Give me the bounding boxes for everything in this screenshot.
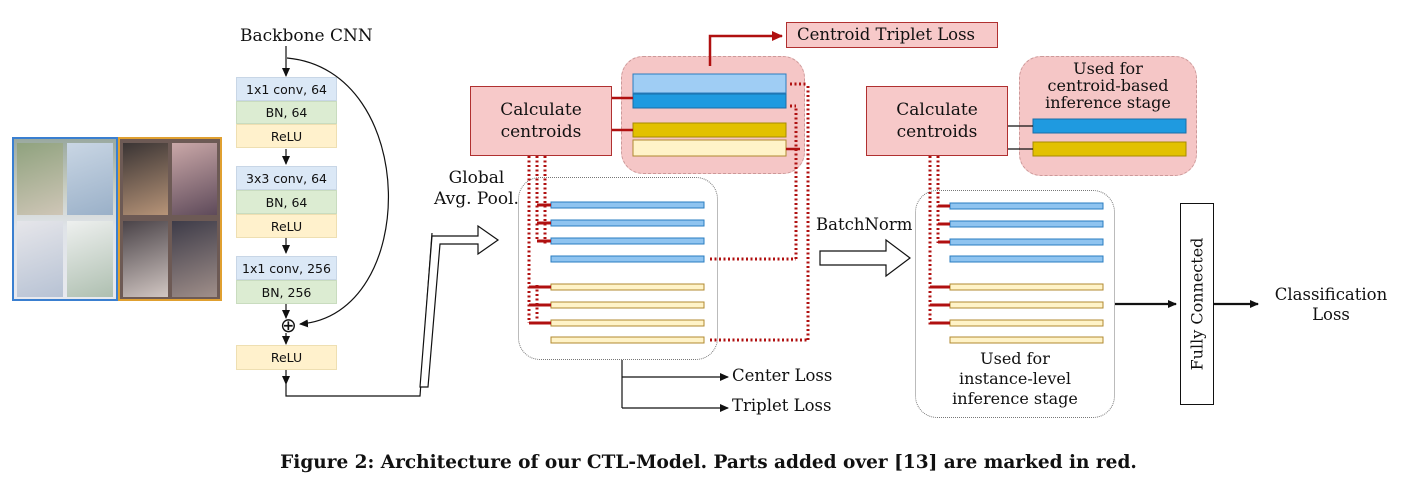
iil-line-1: Used for [980, 349, 1050, 368]
residual-add-symbol: ⊕ [280, 313, 297, 337]
backbone-block-9: ReLU [236, 345, 337, 370]
calc-line-1: Calculate [500, 100, 582, 120]
calculate-centroids-box-2: Calculate centroids [866, 86, 1008, 156]
backbone-block-5: BN, 64 [236, 190, 337, 214]
iil-line-2: instance-level [959, 369, 1071, 388]
cil-line-1: Used for [1073, 59, 1143, 78]
gap-hollow-arrow [419, 224, 500, 388]
calc2-line-2: centroids [896, 122, 978, 142]
centroid-triplet-loss-label: Centroid Triplet Loss [797, 25, 976, 44]
cls-line-1: Classification [1274, 285, 1388, 304]
backbone-block-1: 1x1 conv, 64 [236, 77, 337, 101]
calc-line-2: centroids [500, 122, 582, 142]
backbone-block-8: BN, 256 [236, 280, 337, 304]
red-bracket-ticks-right [930, 204, 950, 325]
calculate-centroids-box: Calculate centroids [470, 86, 612, 156]
input-photo-group-orange [118, 137, 222, 301]
red-bracket-ticks-left [529, 203, 551, 325]
centroid-inference-label: Used for centroid-based inference stage [1019, 60, 1197, 111]
backbone-block-3: ReLU [236, 124, 337, 148]
feature-embedding-box [518, 177, 718, 360]
backbone-block-4: 3x3 conv, 64 [236, 166, 337, 190]
classification-loss-label: Classification Loss [1262, 285, 1400, 325]
cil-line-3: inference stage [1045, 93, 1171, 112]
feature-bars-right [949, 202, 1104, 344]
red-dotted-links-right [928, 156, 940, 325]
figure-caption: Figure 2: Architecture of our CTL-Model.… [280, 452, 1137, 473]
input-photo-group-blue [12, 137, 118, 301]
triplet-loss-label: Triplet Loss [732, 396, 832, 415]
instance-inference-box [915, 190, 1115, 418]
backbone-block-6: ReLU [236, 214, 337, 238]
backbone-block-7: 1x1 conv, 256 [236, 256, 337, 280]
red-dotted-links-left [527, 82, 810, 342]
center-loss-label: Center Loss [732, 366, 833, 385]
red-solid-connectors [612, 31, 800, 151]
backbone-block-2: BN, 64 [236, 101, 337, 124]
centroid-triplet-loss-box [786, 22, 998, 48]
backbone-title: Backbone CNN [240, 26, 373, 46]
black-connectors-right [621, 125, 1033, 412]
cls-line-2: Loss [1312, 305, 1350, 324]
instance-inference-label: Used for instance-level inference stage [915, 349, 1115, 409]
fully-connected-box [1180, 203, 1214, 405]
batchnorm-hollow-arrow [819, 238, 911, 278]
gap-line-1: Global [448, 168, 505, 188]
batchnorm-label: BatchNorm [816, 215, 913, 234]
feature-bars-left [550, 201, 705, 344]
calc2-line-1: Calculate [896, 100, 978, 120]
cil-line-2: centroid-based [1047, 76, 1169, 95]
gap-line-2: Avg. Pool. [434, 189, 519, 209]
iil-line-3: inference stage [952, 389, 1078, 408]
global-avg-pool-label: Global Avg. Pool. [434, 168, 519, 210]
backbone-connectors [282, 46, 433, 397]
